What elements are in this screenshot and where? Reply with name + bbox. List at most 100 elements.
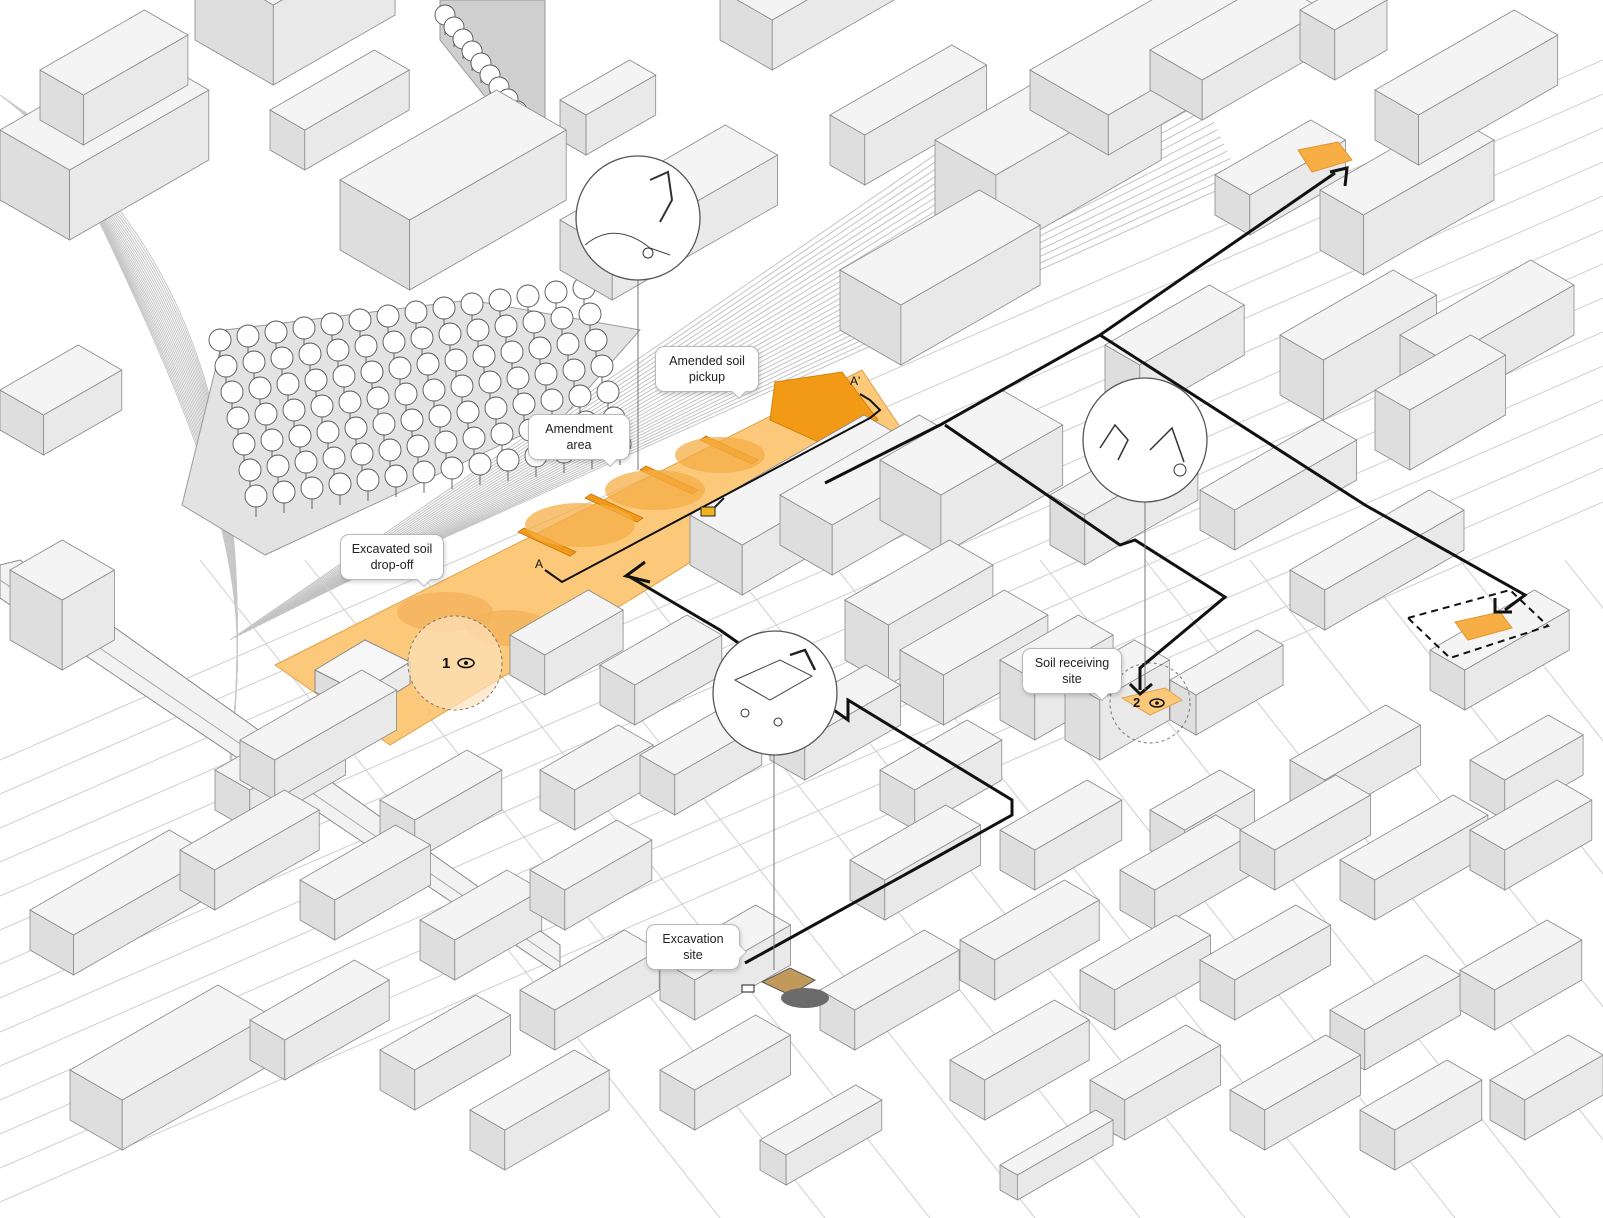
building-block bbox=[1469, 779, 1593, 891]
tree bbox=[562, 358, 586, 391]
building-block bbox=[269, 49, 411, 171]
vignette-receiving bbox=[1082, 377, 1208, 503]
arrow-head-icon bbox=[622, 166, 1512, 697]
building-block bbox=[959, 879, 1101, 1001]
tree bbox=[338, 390, 362, 423]
section-line bbox=[544, 393, 882, 584]
building-block bbox=[949, 999, 1091, 1121]
building-block bbox=[1239, 774, 1372, 891]
building-block bbox=[899, 589, 1049, 726]
tree bbox=[440, 456, 464, 489]
tree bbox=[266, 454, 290, 487]
tree bbox=[356, 468, 380, 501]
building-block bbox=[1229, 1034, 1362, 1151]
vignette-amendment bbox=[575, 155, 701, 281]
building-block bbox=[1374, 9, 1559, 166]
tree bbox=[264, 320, 288, 353]
building-block bbox=[999, 779, 1123, 891]
building-block bbox=[529, 819, 653, 931]
building-block bbox=[839, 189, 1041, 366]
wooded-area bbox=[181, 276, 641, 556]
building-block bbox=[879, 389, 1064, 556]
tree bbox=[276, 372, 300, 405]
building-block bbox=[69, 984, 271, 1151]
tree bbox=[294, 450, 318, 483]
tree bbox=[382, 330, 406, 363]
viewpoint-1-number: 1 bbox=[442, 655, 451, 672]
building-block bbox=[1149, 0, 1325, 121]
tree bbox=[260, 428, 284, 461]
building-block bbox=[599, 614, 723, 726]
building-block bbox=[339, 89, 568, 291]
tree bbox=[328, 472, 352, 505]
tree bbox=[270, 346, 294, 379]
tree bbox=[522, 310, 546, 343]
tree bbox=[400, 408, 424, 441]
viewpoint-2 bbox=[1109, 662, 1191, 744]
tree bbox=[384, 464, 408, 497]
section-label-end: A' bbox=[850, 374, 861, 388]
viewpoint-1 bbox=[407, 615, 503, 711]
excavator-icon bbox=[700, 497, 725, 517]
tree bbox=[484, 396, 508, 429]
tree bbox=[500, 340, 524, 373]
tree bbox=[496, 448, 520, 481]
building-block bbox=[1199, 419, 1358, 551]
building-block bbox=[1489, 1034, 1603, 1141]
tree bbox=[322, 446, 346, 479]
tree bbox=[528, 336, 552, 369]
eye-icon bbox=[1149, 698, 1165, 708]
tree bbox=[238, 458, 262, 491]
building-block bbox=[1299, 0, 1388, 81]
tree bbox=[354, 334, 378, 367]
label-amendment-area: Amendment area bbox=[528, 414, 630, 460]
building-block bbox=[39, 9, 189, 146]
tree bbox=[282, 398, 306, 431]
building-block bbox=[1089, 1024, 1222, 1141]
building-block bbox=[179, 789, 321, 911]
tree bbox=[466, 318, 490, 351]
tree bbox=[544, 280, 568, 313]
tree bbox=[316, 420, 340, 453]
vignette-leaders bbox=[637, 280, 1146, 970]
building-block bbox=[999, 1109, 1114, 1201]
building-block bbox=[1459, 919, 1583, 1031]
tree bbox=[590, 354, 614, 387]
building-block bbox=[559, 59, 657, 156]
building-block bbox=[1119, 814, 1252, 931]
building-block bbox=[1339, 794, 1489, 921]
building-block bbox=[1429, 589, 1571, 711]
tree bbox=[244, 484, 268, 517]
building-block bbox=[1199, 904, 1332, 1021]
building-block bbox=[509, 589, 624, 696]
tree bbox=[300, 476, 324, 509]
tree bbox=[394, 382, 418, 415]
tree bbox=[438, 322, 462, 355]
tree bbox=[304, 368, 328, 401]
tree bbox=[288, 424, 312, 457]
building-block bbox=[0, 344, 123, 456]
eye-icon bbox=[457, 657, 475, 669]
tree bbox=[226, 406, 250, 439]
tree bbox=[450, 374, 474, 407]
viewpoint-2-number: 2 bbox=[1133, 695, 1141, 710]
tree bbox=[434, 430, 458, 463]
tree bbox=[596, 380, 620, 413]
tree bbox=[478, 370, 502, 403]
label-excavation-site: Excavation site bbox=[646, 924, 740, 970]
building-block bbox=[379, 994, 512, 1111]
building-block bbox=[249, 959, 391, 1081]
building-block bbox=[194, 0, 396, 86]
building-block bbox=[1079, 914, 1212, 1031]
building-block bbox=[9, 539, 116, 671]
tree bbox=[422, 378, 446, 411]
tree bbox=[428, 404, 452, 437]
tree bbox=[578, 302, 602, 335]
building-block bbox=[819, 929, 961, 1051]
building-block bbox=[519, 929, 661, 1051]
excavation-site bbox=[741, 967, 829, 1008]
tree bbox=[462, 426, 486, 459]
building-block bbox=[239, 669, 398, 801]
